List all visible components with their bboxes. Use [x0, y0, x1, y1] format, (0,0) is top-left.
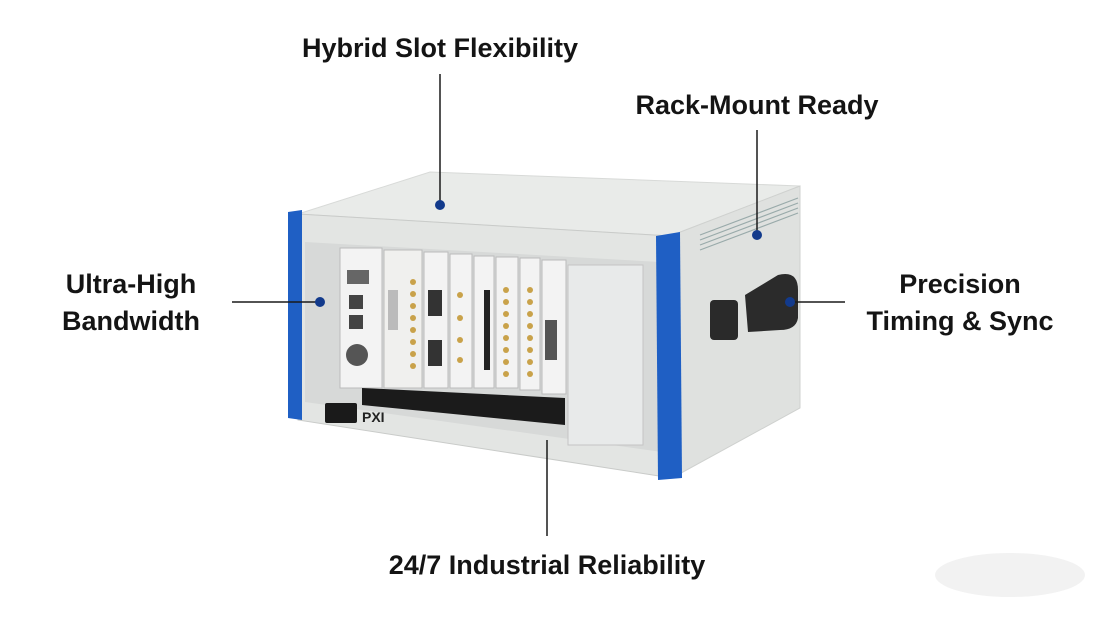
callout-left-line1: Ultra-High: [65, 269, 197, 299]
pxi-logo: PXI: [362, 409, 385, 425]
callout-rack-mount-ready: Rack-Mount Ready: [635, 90, 879, 120]
callout-left-line2: Bandwidth: [62, 306, 200, 336]
callout-industrial-reliability: 24/7 Industrial Reliability: [388, 550, 706, 580]
leader-lines: [232, 74, 845, 536]
sma-connectors: [410, 279, 533, 377]
left-rack-ear: [288, 210, 302, 420]
callout-ultra-high-bandwidth: Ultra-High Bandwidth: [62, 266, 200, 340]
shadow: [935, 553, 1085, 597]
callout-precision-timing-sync: Precision Timing & Sync: [866, 266, 1053, 340]
module-ejectors: [362, 388, 565, 425]
right-rack-ear: [656, 232, 682, 480]
callout-right-line1: Precision: [899, 269, 1021, 299]
vent-slots: [699, 197, 799, 251]
power-switch[interactable]: [325, 403, 357, 423]
carry-handle: [710, 274, 798, 340]
modules: [339, 247, 644, 446]
callout-hybrid-slot-flexibility: Hybrid Slot Flexibility: [301, 33, 579, 63]
callout-right-line2: Timing & Sync: [866, 306, 1054, 336]
callout-dots: [315, 200, 795, 307]
